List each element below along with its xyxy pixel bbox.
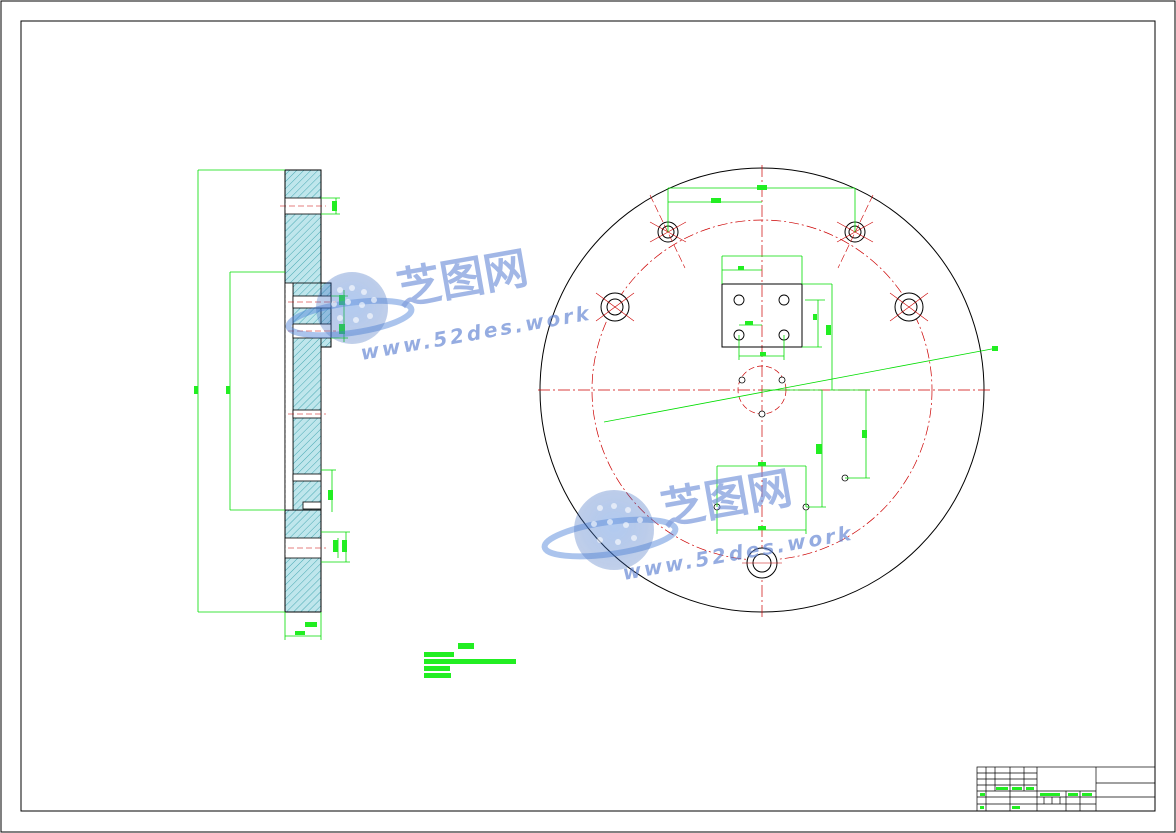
watermark-url: www.52des.work	[359, 301, 594, 365]
tech-req-line-4	[424, 673, 451, 678]
plan-view	[538, 165, 998, 618]
inner-border	[20, 20, 1156, 812]
tech-req-line-2	[424, 659, 516, 664]
upper-plate	[721, 283, 803, 348]
title-block	[976, 766, 1156, 812]
watermark-bottom: 芝图网 www.52des.work	[541, 463, 856, 585]
watermark-top: 芝图网 www.52des.work	[285, 243, 594, 365]
section-dimensions	[197, 169, 350, 640]
watermark-brand-2: 芝图网	[657, 463, 796, 536]
section-view	[194, 169, 350, 640]
boss-outline	[292, 282, 322, 511]
plan-dimension-labels	[711, 185, 998, 530]
section-dimension-labels	[194, 201, 347, 635]
title-block-labels	[980, 787, 1092, 809]
technical-requirements	[424, 643, 516, 678]
watermark-brand: 芝图网	[393, 243, 532, 316]
tech-req-title	[458, 643, 474, 649]
tech-req-line-3	[424, 666, 450, 671]
plate-holes	[733, 294, 790, 341]
globe-logo-icon-2	[541, 490, 679, 570]
globe-logo-icon	[285, 272, 415, 344]
tech-req-line-1	[424, 652, 454, 657]
